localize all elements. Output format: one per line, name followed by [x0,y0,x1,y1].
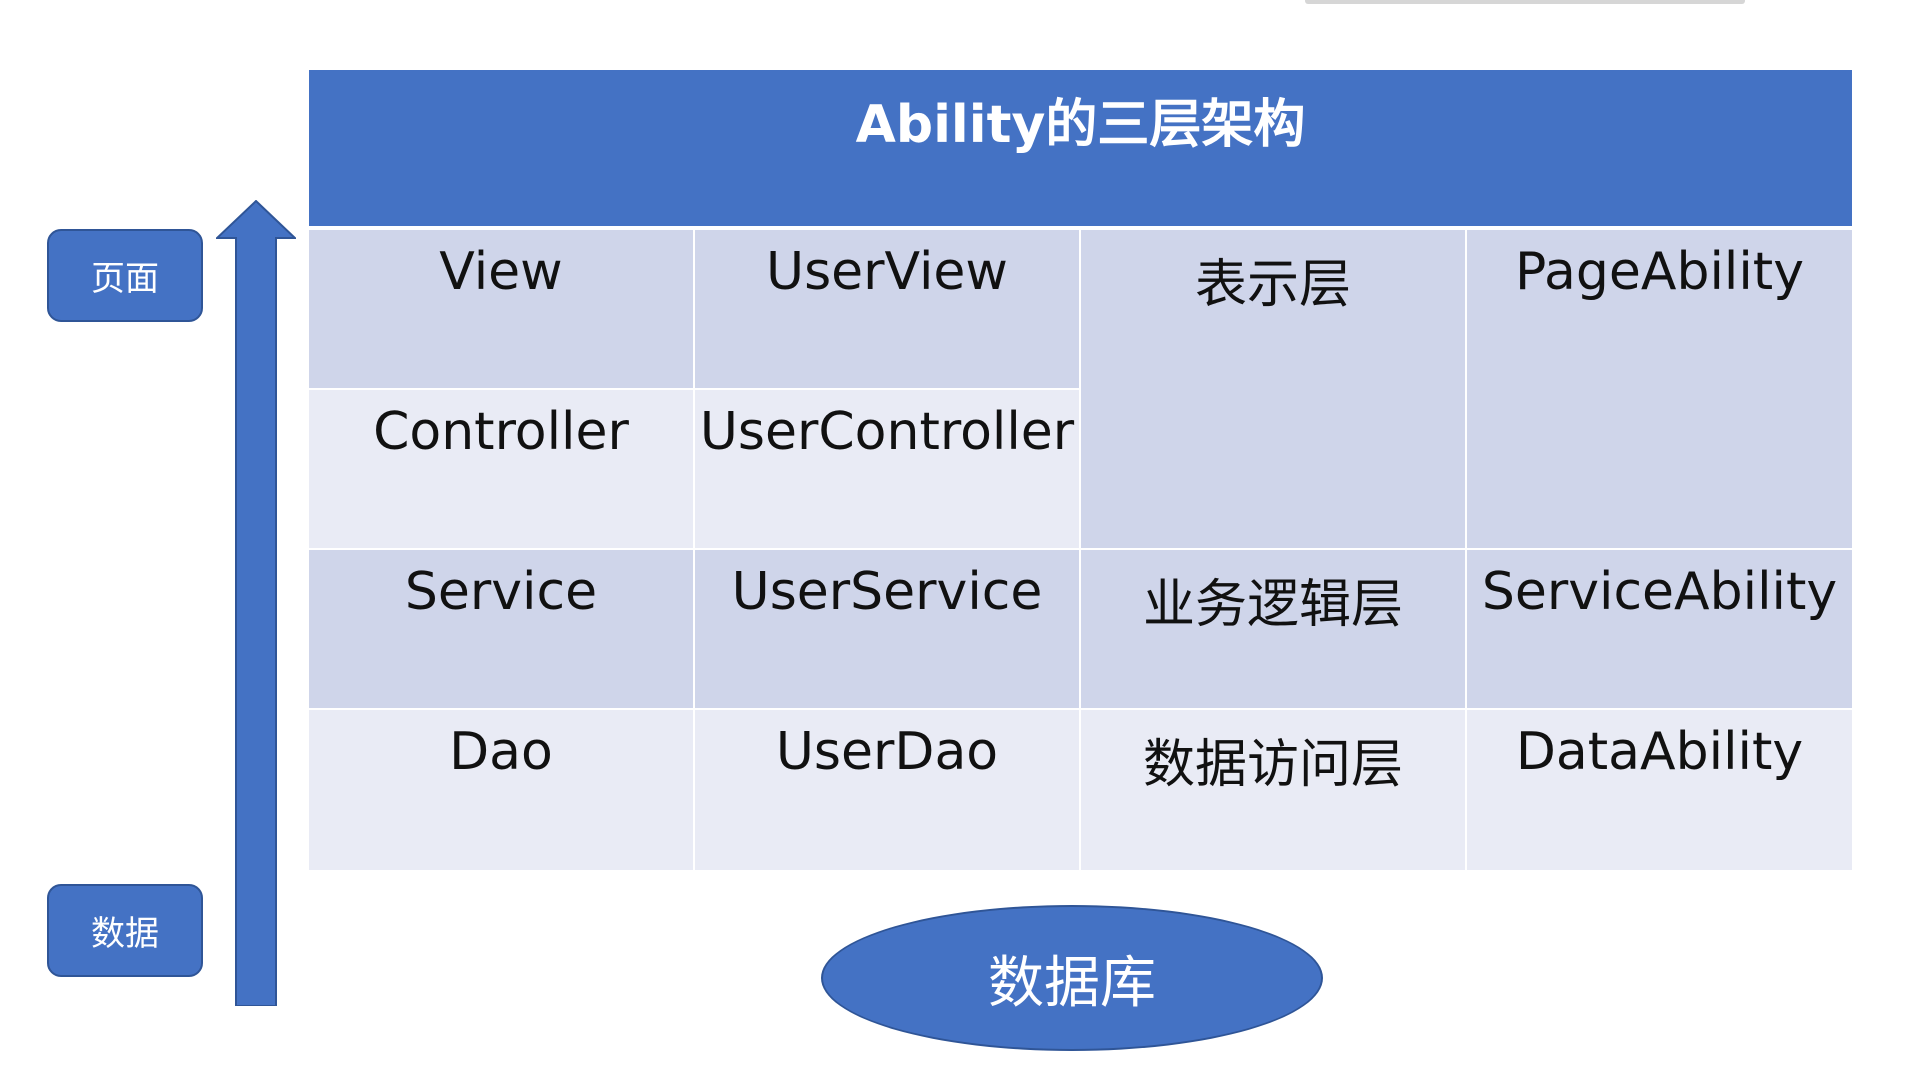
cell-presentation-layer: 表示层 [1081,230,1467,550]
cell-pageability: PageAbility [1467,230,1852,550]
architecture-table: Ability的三层架构 View UserView Controller Us… [309,70,1852,870]
diagram-title: Ability的三层架构 [309,70,1852,226]
cell-serviceability: ServiceAbility [1467,550,1852,710]
data-side-label-text: 数据 [91,914,159,954]
top-edge-shadow [1305,0,1745,4]
cell-controller: Controller [309,390,695,550]
cell-dao: Dao [309,710,695,870]
cell-usercontroller: UserController [695,390,1081,550]
cell-userdao: UserDao [695,710,1081,870]
page-side-label: 页面 [47,229,203,322]
database-ellipse: 数据库 [821,905,1323,1051]
cell-business-layer: 业务逻辑层 [1081,550,1467,710]
cell-view: View [309,230,695,390]
page-side-label-text: 页面 [91,259,159,299]
up-arrow-icon [216,200,296,1006]
database-label: 数据库 [988,950,1156,1016]
data-side-label: 数据 [47,884,203,977]
cell-dataability: DataAbility [1467,710,1852,870]
cell-data-access-layer: 数据访问层 [1081,710,1467,870]
cell-service: Service [309,550,695,710]
cell-userview: UserView [695,230,1081,390]
cell-userservice: UserService [695,550,1081,710]
